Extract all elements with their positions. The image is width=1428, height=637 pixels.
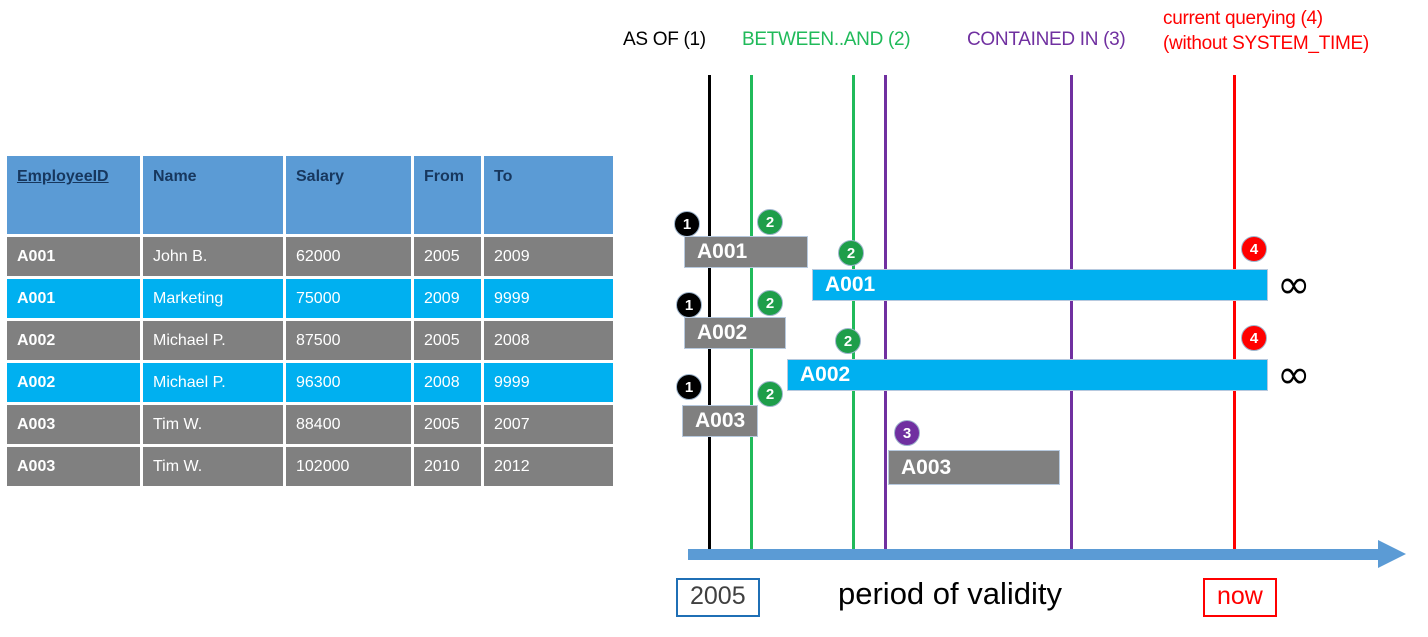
badge-2-a002-gray: 2 (757, 290, 783, 316)
column-header-salary: Salary (286, 156, 411, 234)
badge-2-a001-gray: 2 (757, 209, 783, 235)
legend-contained-in: CONTAINED IN (3) (967, 29, 1126, 50)
vline-between-start (750, 75, 753, 555)
cell-salary: 87500 (286, 321, 411, 360)
legend-current-line1: current querying (4) (1163, 8, 1323, 29)
badge-2-a003-gray: 2 (757, 381, 783, 407)
legend-current-line2: (without SYSTEM_TIME) (1163, 33, 1369, 54)
timeline-axis (688, 549, 1388, 560)
cell-salary: 62000 (286, 237, 411, 276)
axis-title: period of validity (838, 576, 1063, 611)
badge-2-a001-cyan: 2 (838, 240, 864, 266)
badge-3-a003-gray2: 3 (894, 420, 920, 446)
table-row: A002 Michael P. 87500 2005 2008 (7, 321, 613, 360)
column-header-to: To (484, 156, 613, 234)
cell-employeeid: A003 (7, 447, 140, 486)
infinity-symbol-a001: ∞ (1277, 262, 1311, 308)
cell-from: 2010 (414, 447, 481, 486)
cell-name: Michael P. (143, 321, 283, 360)
cell-salary: 96300 (286, 363, 411, 402)
timeline-axis-arrow-icon (1378, 540, 1406, 568)
vline-as-of (708, 75, 711, 555)
cell-name: John B. (143, 237, 283, 276)
cell-salary: 88400 (286, 405, 411, 444)
cell-from: 2005 (414, 321, 481, 360)
cell-employeeid: A001 (7, 237, 140, 276)
cell-name: Tim W. (143, 405, 283, 444)
column-header-label: EmployeeID (17, 168, 109, 185)
bar-a002-current: A002 (787, 359, 1268, 391)
badge-4-a001-cyan: 4 (1241, 236, 1267, 262)
cell-from: 2005 (414, 405, 481, 444)
badge-1-a002-gray: 1 (676, 292, 702, 318)
table-header-row: EmployeeID Name Salary From To (7, 156, 613, 234)
vline-contained-start (884, 75, 887, 555)
cell-name: Tim W. (143, 447, 283, 486)
cell-employeeid: A001 (7, 279, 140, 318)
column-header-from: From (414, 156, 481, 234)
cell-employeeid: A002 (7, 321, 140, 360)
vline-contained-end (1070, 75, 1073, 555)
table-row: A002 Michael P. 96300 2008 9999 (7, 363, 613, 402)
axis-label-now: now (1203, 578, 1277, 617)
badge-1-a003-gray: 1 (676, 374, 702, 400)
cell-from: 2009 (414, 279, 481, 318)
cell-name: Marketing (143, 279, 283, 318)
cell-to: 9999 (484, 363, 613, 402)
vline-between-end (852, 75, 855, 555)
badge-4-a002-cyan: 4 (1241, 325, 1267, 351)
cell-to: 9999 (484, 279, 613, 318)
table-row: A003 Tim W. 102000 2010 2012 (7, 447, 613, 486)
bar-a003-historical-1: A003 (682, 405, 758, 437)
employee-table: EmployeeID Name Salary From To A001 John… (4, 153, 616, 489)
axis-label-start: 2005 (676, 578, 760, 617)
legend-as-of: AS OF (1) (623, 29, 706, 50)
cell-employeeid: A003 (7, 405, 140, 444)
cell-name: Michael P. (143, 363, 283, 402)
column-header-employeeid: EmployeeID (7, 156, 140, 234)
cell-from: 2008 (414, 363, 481, 402)
cell-from: 2005 (414, 237, 481, 276)
column-header-name: Name (143, 156, 283, 234)
vline-now (1233, 75, 1236, 555)
bar-a001-current: A001 (812, 269, 1268, 301)
cell-salary: 75000 (286, 279, 411, 318)
cell-to: 2008 (484, 321, 613, 360)
legend-current-querying: current querying (4) (without SYSTEM_TIM… (1163, 6, 1369, 56)
table-row: A003 Tim W. 88400 2005 2007 (7, 405, 613, 444)
bar-a002-historical: A002 (684, 317, 786, 349)
cell-to: 2007 (484, 405, 613, 444)
bar-a003-historical-2: A003 (888, 450, 1060, 485)
table-row: A001 John B. 62000 2005 2009 (7, 237, 613, 276)
cell-to: 2012 (484, 447, 613, 486)
legend-between-and: BETWEEN..AND (2) (742, 29, 911, 50)
badge-1-a001-gray: 1 (674, 211, 700, 237)
table-row: A001 Marketing 75000 2009 9999 (7, 279, 613, 318)
cell-to: 2009 (484, 237, 613, 276)
infinity-symbol-a002: ∞ (1277, 352, 1311, 398)
bar-a001-historical: A001 (684, 236, 808, 268)
badge-2-a002-cyan: 2 (835, 328, 861, 354)
cell-salary: 102000 (286, 447, 411, 486)
cell-employeeid: A002 (7, 363, 140, 402)
